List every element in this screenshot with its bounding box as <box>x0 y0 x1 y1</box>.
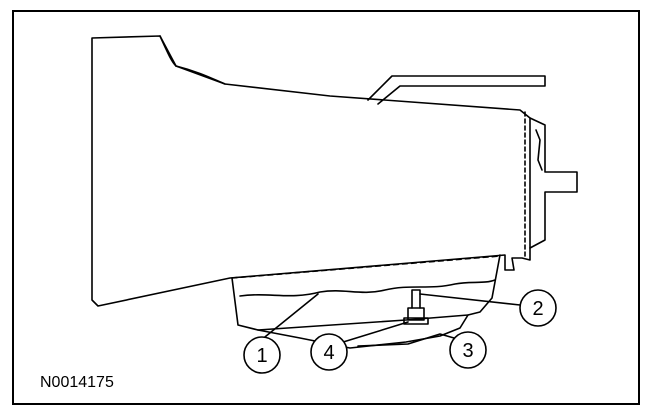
cooler-line <box>367 75 546 105</box>
bell-housing-contour <box>159 35 177 67</box>
pan-dashed-line <box>231 255 501 279</box>
leader-1 <box>254 293 319 346</box>
leader-4 <box>339 321 409 344</box>
leader-2 <box>419 293 521 306</box>
callout-circle-1 <box>243 336 281 374</box>
callout-label-2: 2 <box>532 298 543 320</box>
extension-detail <box>535 129 543 171</box>
extension-housing <box>529 117 578 249</box>
leader-3 <box>357 333 455 347</box>
callout-circle-2 <box>519 289 557 327</box>
callout-label-4: 4 <box>323 342 334 364</box>
callout-circle-4 <box>310 333 348 371</box>
callout-label-1: 1 <box>256 345 267 367</box>
fluid-level-line <box>239 279 496 297</box>
drain-plug-stem <box>411 289 421 309</box>
callout-circle-3 <box>449 331 487 369</box>
figure-id: N0014175 <box>40 374 114 391</box>
drain-plug-head <box>403 317 429 325</box>
oil-pan <box>231 254 501 331</box>
drain-plug-body <box>407 307 425 321</box>
transmission-case <box>91 35 531 307</box>
case-upper-edge <box>175 65 226 85</box>
pan-bottom <box>257 314 469 349</box>
callout-label-3: 3 <box>462 340 473 362</box>
